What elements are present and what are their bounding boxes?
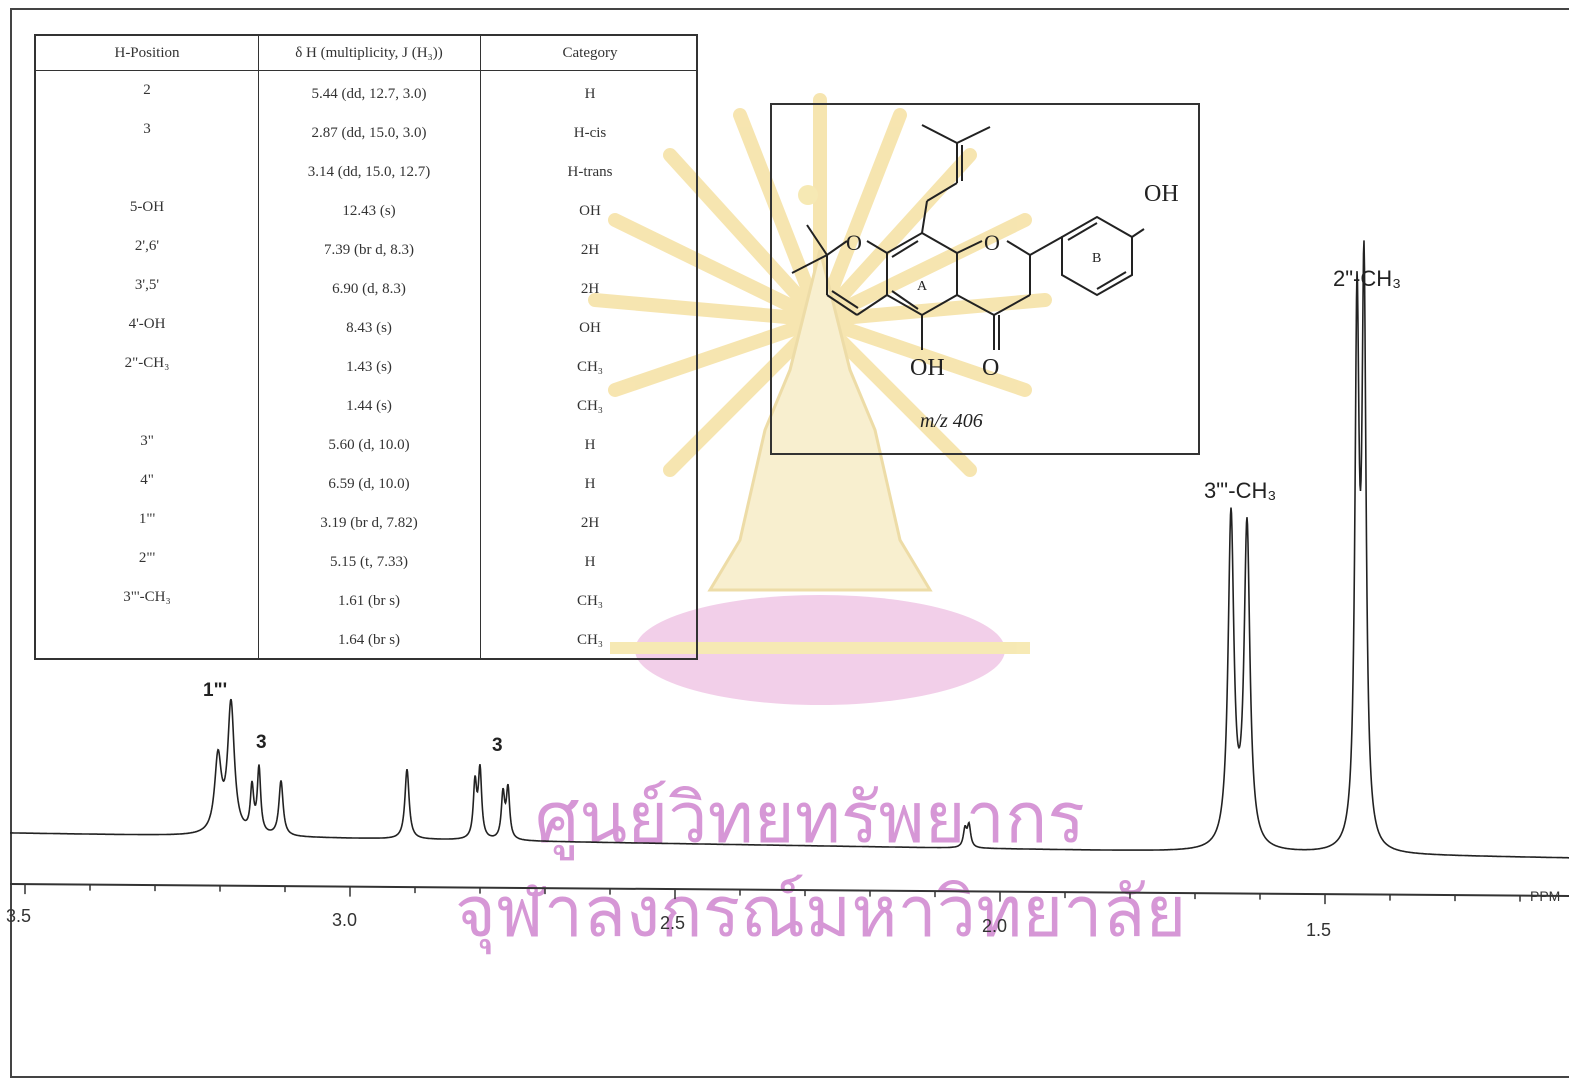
row-chemical-shift: 6.59 (d, 10.0)	[328, 476, 410, 492]
spectrum-trace	[10, 240, 1569, 859]
watermark-line2: จุฬาลงกรณ์มหาวิทยาลัย	[455, 871, 1187, 953]
peak-label-1: 1"'	[203, 680, 228, 701]
row-category: OH	[579, 203, 601, 219]
row-category: OH	[579, 320, 601, 336]
row-h-position: 2"'	[138, 550, 156, 566]
molecule-structure-box: O O O OH OH A B m/z 406	[770, 103, 1200, 455]
header-category: Category	[562, 45, 618, 61]
row-h-position: 4'-OH	[128, 316, 166, 332]
axis-tick-label: 2.0	[982, 916, 1008, 936]
row-chemical-shift: 2.87 (dd, 15.0, 3.0)	[311, 125, 427, 141]
row-category: H	[584, 476, 596, 492]
peak-label-chromene-ch3: 2"-CH₃	[1333, 266, 1402, 291]
carbonyl-oxygen: O	[982, 355, 999, 381]
row-h-position: 2',6'	[134, 238, 160, 254]
row-chemical-shift: 6.90 (d, 8.3)	[332, 281, 406, 297]
nmr-data-table: H-Position δ H (multiplicity, J (H₃)) Ca…	[34, 34, 698, 660]
row-category: CH₃	[576, 359, 604, 375]
axis-tick-label: 3.0	[332, 910, 358, 930]
row-h-position: 1"'	[138, 511, 156, 527]
row-category: H	[584, 554, 596, 570]
peak-label-prenyl-ch3: 3"'-CH₃	[1204, 478, 1277, 503]
row-category: CH₃	[576, 398, 604, 414]
row-chemical-shift: 3.19 (br d, 7.82)	[320, 515, 418, 531]
peak-label-3-right: 3	[492, 735, 503, 756]
ring-oxygen-2: O	[846, 230, 862, 255]
mass-label: m/z 406	[920, 410, 983, 432]
ppm-axis-line	[9, 883, 1569, 897]
row-h-position: 3',5'	[134, 277, 160, 293]
row-chemical-shift: 12.43 (s)	[342, 203, 396, 219]
row-category: H-trans	[567, 164, 613, 180]
peak-label-3-left: 3	[256, 732, 267, 753]
row-chemical-shift: 5.44 (dd, 12.7, 3.0)	[311, 86, 427, 102]
ring-label-b: B	[1092, 251, 1101, 266]
row-category: 2H	[580, 242, 600, 258]
axis-tick-label: 2.5	[660, 913, 686, 933]
ring-oxygen-1: O	[984, 230, 1000, 255]
axis-tick-label: 1.5	[1306, 920, 1332, 940]
row-chemical-shift: 1.44 (s)	[346, 398, 392, 414]
figure-frame	[10, 8, 1569, 1078]
row-h-position: 3"'-CH₃	[123, 589, 171, 605]
row-chemical-shift: 1.43 (s)	[346, 359, 392, 375]
row-category: H	[584, 437, 596, 453]
axis-unit-label: PPM	[1530, 888, 1561, 904]
row-h-position: 5-OH	[129, 199, 165, 215]
header-chemical-shift: δ H (multiplicity, J (H₃))	[295, 45, 443, 61]
hydroxyl-bottom: OH	[910, 355, 945, 381]
row-chemical-shift: 3.14 (dd, 15.0, 12.7)	[307, 164, 431, 180]
axis-tick-label: 3.5	[6, 906, 32, 926]
row-chemical-shift: 1.64 (br s)	[337, 632, 401, 648]
row-category: CH₃	[576, 593, 604, 609]
row-h-position: 2	[143, 82, 151, 98]
row-category: CH₃	[576, 632, 604, 648]
row-h-position: 3"	[140, 433, 154, 449]
row-h-position: 3	[143, 121, 151, 137]
ring-label-a: A	[917, 279, 928, 294]
row-chemical-shift: 8.43 (s)	[346, 320, 392, 336]
row-chemical-shift: 5.15 (t, 7.33)	[330, 554, 408, 570]
hydroxyl-top: OH	[1144, 181, 1179, 207]
row-h-position: 4"	[140, 472, 154, 488]
row-category: 2H	[580, 281, 600, 297]
row-chemical-shift: 1.61 (br s)	[337, 593, 401, 609]
row-category: H	[584, 86, 596, 102]
row-chemical-shift: 5.60 (d, 10.0)	[328, 437, 410, 453]
row-category: H-cis	[573, 125, 607, 141]
row-category: 2H	[580, 515, 600, 531]
header-h-position: H-Position	[114, 45, 180, 61]
molecule-structure-drawing: O O O OH OH A B m/z 406	[791, 124, 1179, 432]
row-h-position: 2"-CH₃	[124, 355, 170, 371]
row-chemical-shift: 7.39 (br d, 8.3)	[324, 242, 414, 258]
